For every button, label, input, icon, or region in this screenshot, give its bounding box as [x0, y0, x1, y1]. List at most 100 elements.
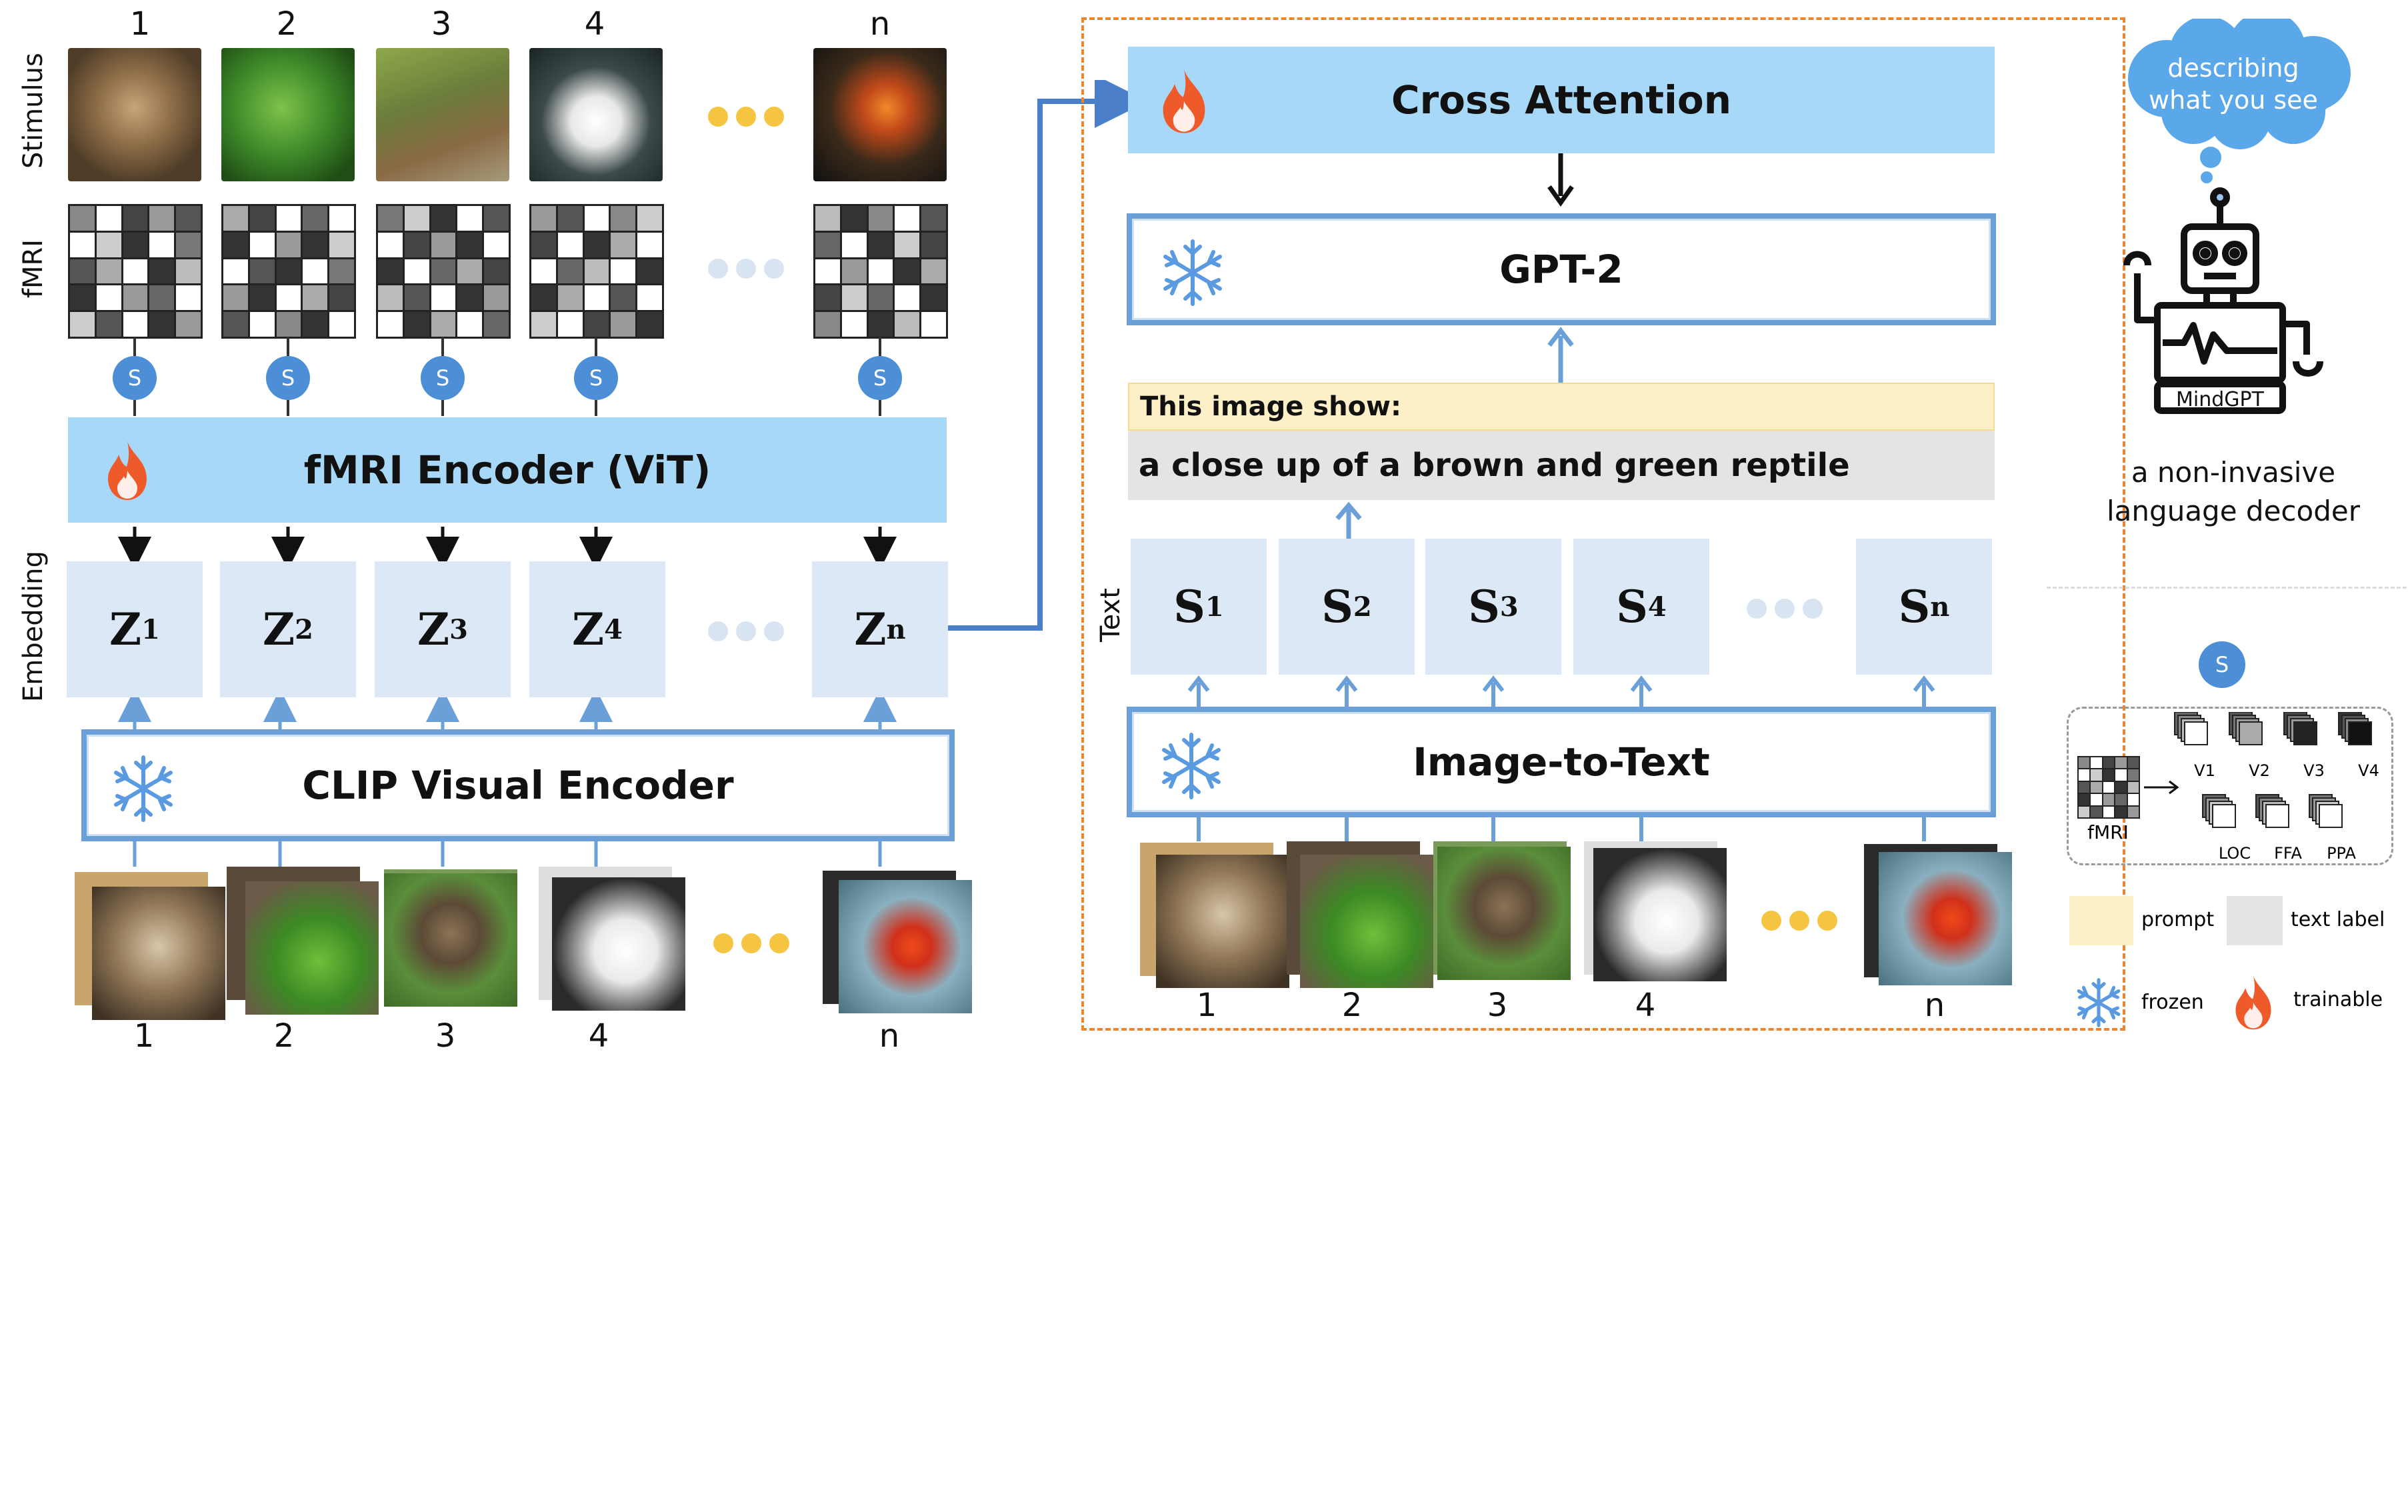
row-label-text: Text — [1095, 588, 1126, 642]
col-label-top-3: 3 — [431, 5, 452, 43]
right-col-label-2: 2 — [1341, 987, 1363, 1024]
legend-prompt-swatch — [2069, 896, 2133, 945]
col-label-bottom-2: 2 — [273, 1017, 295, 1055]
side-divider — [2047, 587, 2407, 589]
right-col-label-n: n — [1924, 987, 1945, 1024]
photo-goldfish — [839, 880, 972, 1013]
right-col-label-1: 1 — [1196, 987, 1217, 1024]
embedding-z2-sub: 2 — [295, 613, 314, 645]
legend-trainable-label: trainable — [2293, 988, 2383, 1011]
col-label-bottom-n: n — [879, 1017, 900, 1055]
roi-label-loc: LOC — [2218, 844, 2251, 863]
token-s3-base: S — [1468, 581, 1500, 633]
embedding-z1-sub: 1 — [141, 613, 161, 645]
fmri-grid-n — [813, 204, 948, 339]
col-label-bottom-4: 4 — [588, 1017, 609, 1055]
legend-snowflake-icon — [2077, 978, 2121, 1027]
tokens-to-text-arrow — [1335, 501, 1362, 539]
embedding-z1-base: Z — [109, 603, 142, 655]
right-photo-iguana — [1300, 855, 1433, 988]
cross-attention-block: Cross Attention — [1128, 47, 1995, 153]
flame-icon — [1163, 69, 1205, 133]
legend-frozen-label: frozen — [2141, 991, 2204, 1014]
fmri-encoder-block: fMRI Encoder (ViT) — [68, 417, 947, 523]
diagram-root: 1 2 3 4 n Stimulus fMRI Embedding — [18, 5, 2407, 1055]
stimulus-image-iguana — [221, 48, 355, 181]
roi-label-v1: V1 — [2194, 761, 2215, 780]
s-badge-3: S — [421, 356, 465, 400]
token-sn-sub: n — [1930, 591, 1950, 623]
right-col-label-4: 4 — [1635, 987, 1656, 1024]
right-photo-owl — [1156, 855, 1289, 988]
roi-label-v4: V4 — [2358, 761, 2379, 780]
robot-label: MindGPT — [2176, 388, 2264, 411]
robot-icon — [2123, 187, 2323, 414]
embedding-z3-base: Z — [417, 603, 450, 655]
photo-duck — [384, 873, 517, 1007]
s-badge-2: S — [266, 356, 310, 400]
cross-attention-label: Cross Attention — [1391, 77, 1731, 123]
thought-cloud-icon — [2128, 19, 2351, 183]
roi-arrow-icon — [2144, 780, 2179, 795]
embedding-zn-base: Z — [854, 603, 887, 655]
embedding-z4-sub: 4 — [604, 613, 623, 645]
cross-to-gpt-arrow — [1547, 153, 1574, 207]
snowflake-icon — [1162, 733, 1221, 799]
embedding-ellipsis — [704, 621, 788, 644]
flame-icon — [108, 441, 147, 500]
legend-text-label: text label — [2291, 908, 2385, 931]
stimulus-image-owl — [68, 48, 201, 181]
right-photo-duck — [1437, 847, 1571, 980]
col-label-top-4: 4 — [584, 5, 605, 43]
token-s1-sub: 1 — [1205, 591, 1224, 623]
stimulus-image-duck — [376, 48, 509, 181]
s-badge-1: S — [113, 356, 157, 400]
text-decoder-frame — [1081, 17, 2125, 1031]
token-s4-base: S — [1616, 581, 1648, 633]
legend-prompt-label: prompt — [2141, 908, 2215, 931]
fmri-grid-2 — [221, 204, 356, 339]
roi-label-ppa: PPA — [2327, 844, 2356, 863]
roi-label-v2: V2 — [2249, 761, 2270, 780]
photo-iguana — [245, 881, 379, 1015]
s-badge-n: S — [858, 356, 902, 400]
text-to-gpt-arrow — [1547, 327, 1574, 383]
s-badge-4: S — [574, 356, 618, 400]
roi-label-ffa: FFA — [2274, 844, 2302, 863]
token-sn-base: S — [1898, 581, 1931, 633]
clip-encoder-block: CLIP Visual Encoder — [81, 729, 955, 841]
token-s1-base: S — [1173, 581, 1205, 633]
col-label-top-n: n — [869, 5, 891, 43]
thought-text: describing what you see — [2149, 53, 2318, 115]
embedding-z3-sub: 3 — [449, 613, 469, 645]
text-label-box: a close up of a brown and green reptile — [1128, 431, 1995, 500]
col-label-bottom-3: 3 — [435, 1017, 456, 1055]
roi-stacks — [2174, 712, 2372, 828]
roi-fmri-label: fMRI — [2087, 821, 2129, 843]
zn-to-cross-attention-connector — [948, 80, 1140, 631]
image-to-text-label: Image-to-Text — [1413, 739, 1710, 785]
token-s3-sub: 3 — [1499, 591, 1519, 623]
col-label-top-2: 2 — [276, 5, 297, 43]
fmri-encoder-label: fMRI Encoder (ViT) — [303, 447, 711, 493]
col-label-top-1: 1 — [129, 5, 151, 43]
col-label-bottom-1: 1 — [133, 1017, 155, 1055]
photo-owl — [92, 887, 225, 1020]
roi-legend-box — [2067, 707, 2393, 865]
gpt2-block: GPT-2 — [1127, 213, 1996, 325]
stimulus-ellipsis — [704, 107, 788, 129]
gpt2-label: GPT-2 — [1499, 247, 1623, 292]
prompt-box: This image show: — [1128, 383, 1995, 431]
embedding-zn-sub: n — [886, 613, 906, 645]
snowflake-icon — [114, 755, 173, 822]
stimulus-image-swan — [529, 48, 663, 181]
embedding-z4-base: Z — [571, 603, 605, 655]
right-photo-goldfish — [1879, 852, 2012, 985]
legend-flame-icon — [2235, 975, 2271, 1030]
